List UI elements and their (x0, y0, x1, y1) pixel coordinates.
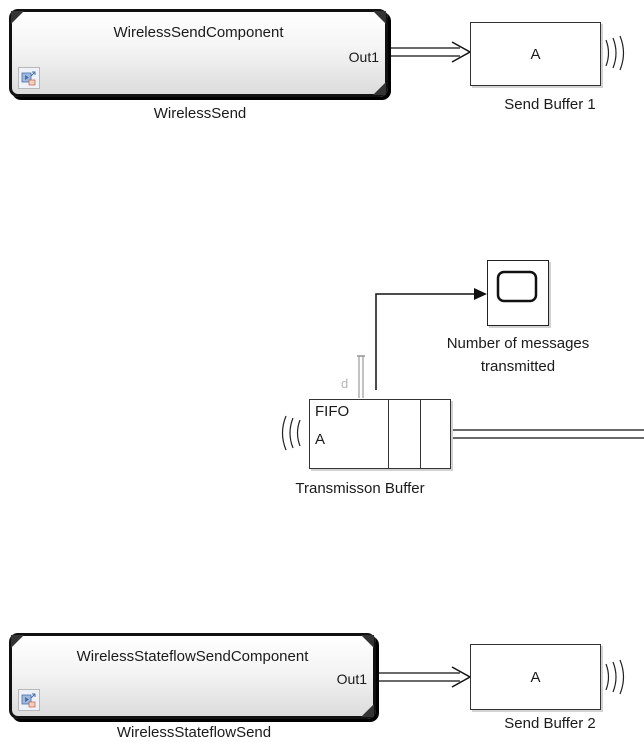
corner-mark (373, 82, 386, 95)
wireless-send-label: WirelessSend (153, 105, 247, 122)
out-port-label: Out1 (348, 49, 379, 65)
scope-label-line2: transmitted (480, 358, 556, 375)
corner-mark (361, 704, 374, 717)
send-buffer-1-block[interactable]: A (470, 22, 601, 86)
message-line-out[interactable] (452, 429, 644, 439)
wireless-wave-icon (605, 35, 625, 71)
d-port-label: d (341, 376, 349, 391)
buffer-entity-label: A (530, 46, 541, 63)
model-reference-icon (18, 689, 40, 711)
d-port-stub (357, 355, 365, 398)
wireless-wave-icon (281, 415, 301, 451)
queue-policy-label: FIFO (315, 403, 350, 420)
component-name: WirelessSendComponent (113, 24, 284, 41)
wireless-send-block[interactable]: WirelessSendComponent Out1 (9, 9, 388, 97)
transmission-buffer-label: Transmisson Buffer (295, 480, 425, 497)
queue-entity-label: A (315, 431, 326, 448)
queue-slot-divider (388, 400, 389, 468)
send-buffer-2-block[interactable]: A (470, 644, 601, 710)
message-line-1[interactable] (388, 41, 472, 63)
corner-mark (361, 635, 374, 648)
queue-slot-divider (420, 400, 421, 468)
transmission-buffer-block[interactable]: FIFO A (309, 399, 451, 469)
scope-block[interactable] (487, 260, 549, 326)
wireless-wave-icon (605, 659, 625, 695)
corner-mark (11, 635, 24, 648)
wireless-stateflow-send-block[interactable]: WirelessStateflowSendComponent Out1 (9, 633, 376, 719)
corner-mark (373, 11, 386, 24)
buffer-entity-label: A (530, 669, 541, 686)
scope-label-line1: Number of messages (446, 335, 590, 352)
component-name: WirelessStateflowSendComponent (76, 648, 309, 665)
signal-line-d[interactable] (375, 288, 487, 390)
send-buffer-1-label: Send Buffer 1 (504, 96, 596, 113)
wireless-stateflow-send-label: WirelessStateflowSend (116, 724, 272, 741)
send-buffer-2-label: Send Buffer 2 (504, 715, 596, 732)
scope-screen-icon (496, 270, 538, 303)
out-port-label: Out1 (336, 671, 367, 687)
message-line-2[interactable] (376, 666, 472, 688)
model-reference-icon (18, 67, 40, 89)
corner-mark (11, 11, 24, 24)
